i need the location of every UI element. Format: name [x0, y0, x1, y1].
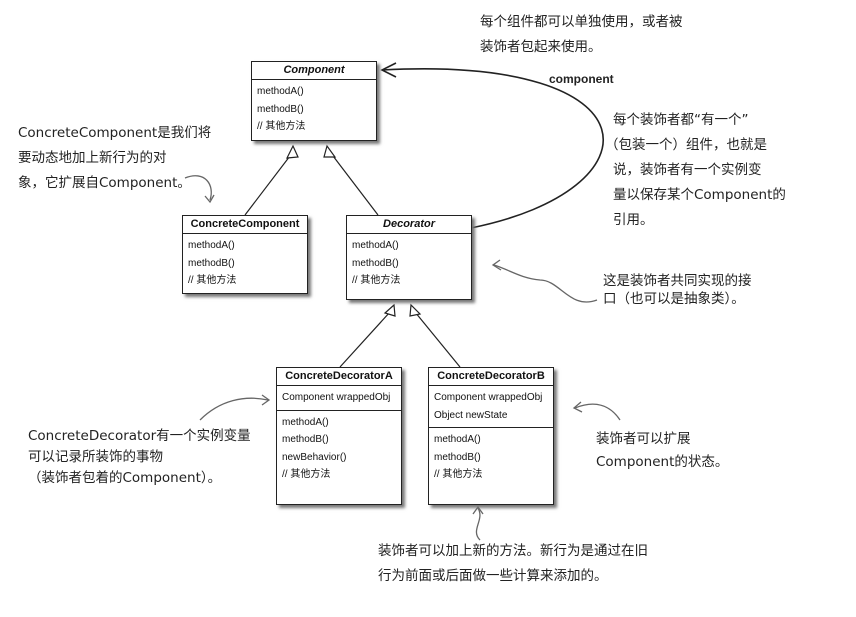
note-right-top: 每个装饰者都“有一个” （包装一个）组件，也就是 说，装饰者有一个实例变 量以保… [605, 108, 786, 233]
note-pointer [475, 507, 481, 541]
inheritance-arrowhead [285, 144, 299, 159]
note-line: 装饰者包起来使用。 [480, 39, 602, 55]
method: // 其他方法 [282, 469, 331, 480]
class-name: ConcreteComponent [183, 216, 307, 234]
inheritance-arrowhead [323, 144, 337, 158]
class-name: ConcreteDecoratorA [277, 368, 401, 386]
note-line: 象，它扩展自Component。 [18, 175, 191, 191]
note-line: 引用。 [613, 212, 654, 228]
note-pointer [184, 175, 212, 201]
method: methodA() [257, 86, 304, 97]
note-line: 说，装饰者有一个实例变 [613, 162, 762, 178]
class-concrete-decorator-a[interactable]: ConcreteDecoratorA Component wrappedObj … [276, 367, 402, 505]
class-name: Component [252, 62, 376, 80]
class-decorator[interactable]: Decorator methodA() methodB() // 其他方法 [346, 215, 472, 300]
note-line: （包装一个）组件，也就是 [605, 137, 767, 153]
note-line: 口（也可以是抽象类）。 [603, 291, 745, 307]
composition-arc [381, 68, 604, 229]
note-line: 行为前面或后面做一些计算来添加的。 [378, 568, 608, 584]
method: // 其他方法 [188, 275, 237, 286]
class-concrete-decorator-b[interactable]: ConcreteDecoratorB Component wrappedObj … [428, 367, 554, 505]
note-line: ConcreteDecorator有一个实例变量 [28, 428, 251, 444]
inheritance-line [244, 151, 294, 216]
class-concrete-component[interactable]: ConcreteComponent methodA() methodB() //… [182, 215, 308, 294]
note-top: 每个组件都可以单独使用，或者被 装饰者包起来使用。 [480, 10, 683, 60]
note-line: 每个组件都可以单独使用，或者被 [480, 14, 683, 30]
note-line: 量以保存某个Component的 [613, 187, 786, 203]
class-name: ConcreteDecoratorB [429, 368, 553, 386]
inheritance-arrowhead [409, 303, 422, 317]
note-line: 装饰者可以扩展 [596, 431, 691, 447]
method: // 其他方法 [352, 275, 401, 286]
method: methodB() [188, 257, 235, 269]
method: methodA() [434, 434, 481, 445]
method: methodA() [188, 240, 235, 251]
attribute: Component wrappedObj [282, 392, 391, 403]
attribute: Object newState [434, 409, 508, 421]
note-line: 要动态地加上新行为的对 [18, 150, 167, 166]
method: methodB() [352, 257, 399, 269]
note-line: ConcreteComponent是我们将 [18, 125, 212, 141]
note-line: 每个装饰者都“有一个” [613, 112, 749, 128]
class-name: Decorator [347, 216, 471, 234]
note-right-mid: 这是装饰者共同实现的接 口（也可以是抽象类）。 [603, 272, 752, 308]
association-arrowhead [380, 62, 397, 78]
note-bottom: 装饰者可以加上新的方法。新行为是通过在旧 行为前面或后面做一些计算来添加的。 [378, 539, 648, 589]
inheritance-line [329, 151, 379, 216]
method: methodA() [282, 416, 329, 428]
method: methodB() [282, 434, 329, 445]
method: newBehavior() [282, 451, 347, 463]
inheritance-line [414, 311, 461, 368]
note-line: （装饰者包着的Component）。 [28, 470, 222, 486]
method: // 其他方法 [257, 121, 306, 132]
note-left-bottom: ConcreteDecorator有一个实例变量 可以记录所装饰的事物 （装饰者… [28, 426, 251, 489]
note-line: 装饰者可以加上新的方法。新行为是通过在旧 [378, 543, 648, 559]
note-left-top: ConcreteComponent是我们将 要动态地加上新行为的对 象，它扩展自… [18, 121, 211, 196]
attribute: Component wrappedObj [434, 392, 543, 403]
note-pointer [199, 397, 269, 421]
class-component[interactable]: Component methodA() methodB() // 其他方法 [251, 61, 377, 141]
inheritance-line [339, 311, 391, 368]
note-pointer [574, 403, 621, 421]
note-right-bottom: 装饰者可以扩展 Component的状态。 [596, 428, 728, 474]
method: // 其他方法 [434, 469, 483, 480]
inheritance-arrowhead [383, 303, 396, 317]
method: methodB() [257, 103, 304, 115]
note-pointer [493, 264, 598, 303]
note-line: 可以记录所装饰的事物 [28, 449, 163, 465]
method: methodA() [352, 240, 399, 251]
association-label: component [549, 72, 614, 86]
note-line: 这是装饰者共同实现的接 [603, 273, 752, 289]
note-line: Component的状态。 [596, 454, 729, 470]
method: methodB() [434, 451, 481, 463]
